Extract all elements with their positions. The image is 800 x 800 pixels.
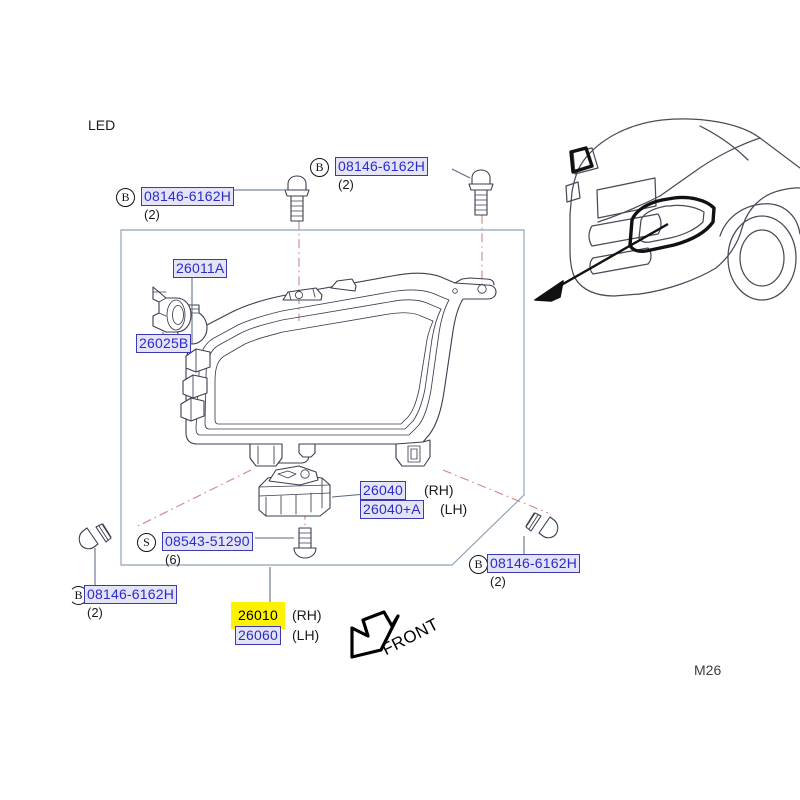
quantity-bolt-bottom-right: (2) <box>490 574 506 589</box>
bolt-bottom-right-drawing <box>525 512 559 539</box>
side-bracket-lh: (LH) <box>440 501 468 517</box>
sheet-code: M26 <box>694 662 722 678</box>
part-number-text: 26010 <box>235 606 281 625</box>
leader-lines <box>94 168 525 604</box>
bulb-socket-part <box>152 286 192 333</box>
quantity-screw-kit: (6) <box>165 552 181 567</box>
side-bracket-rh: (RH) <box>424 482 454 498</box>
quantity-bolt-top-center: (2) <box>338 177 354 192</box>
part-number-bolt-bottom-left[interactable]: 08146-6162H <box>84 585 178 604</box>
part-number-text: 08146-6162H <box>84 585 178 604</box>
bolt-bottom-left-drawing <box>78 523 112 550</box>
part-number-headlamp-lh[interactable]: 26060 <box>235 626 281 645</box>
part-number-bracket-rh[interactable]: 26040 <box>360 481 406 500</box>
side-headlamp-rh: (RH) <box>292 607 322 623</box>
side-headlamp-lh: (LH) <box>292 627 320 643</box>
marker-b-bolt-top-left: B <box>116 188 135 207</box>
bracket-part <box>258 465 331 517</box>
part-number-bolt-bottom-right[interactable]: 08146-6162H <box>487 554 581 573</box>
vehicle-thumbnail <box>534 118 800 302</box>
part-number-text: 08543-51290 <box>162 532 253 551</box>
part-number-text: 26060 <box>235 626 281 645</box>
bracket-screw-drawing <box>293 527 317 559</box>
part-number-text: 26025B <box>136 334 192 353</box>
part-number-bulb-socket[interactable]: 26025B <box>136 334 192 353</box>
part-number-screw-kit[interactable]: 08543-51290 <box>162 532 253 551</box>
part-number-text: 08146-6162H <box>141 187 235 206</box>
led-note: LED <box>88 117 116 133</box>
quantity-bolt-bottom-left: (2) <box>87 605 103 620</box>
part-number-text: 26040+A <box>360 500 424 519</box>
part-number-bracket-lh[interactable]: 26040+A <box>360 500 424 519</box>
marker-b-bolt-bottom-right: B <box>469 555 488 574</box>
part-number-bulb[interactable]: 26011A <box>173 259 228 278</box>
bolt-top-right-drawing <box>468 169 494 216</box>
quantity-bolt-top-left: (2) <box>144 207 160 222</box>
assembly-boundary <box>120 229 525 566</box>
part-number-text: 26011A <box>173 259 228 278</box>
part-number-text: 26040 <box>360 481 406 500</box>
part-number-bolt-top-center[interactable]: 08146-6162H <box>335 157 429 176</box>
part-number-headlamp-rh[interactable]: 26010 <box>235 606 281 625</box>
marker-b-bolt-top-center: B <box>310 158 329 177</box>
part-number-text: 08146-6162H <box>335 157 429 176</box>
part-number-bolt-top-left[interactable]: 08146-6162H <box>141 187 235 206</box>
front-direction-arrow <box>350 610 400 659</box>
headlamp-assembly-drawing <box>180 272 497 467</box>
bolt-top-left-drawing <box>284 175 310 222</box>
marker-s-screw-kit: S <box>137 533 156 552</box>
part-number-text: 08146-6162H <box>487 554 581 573</box>
